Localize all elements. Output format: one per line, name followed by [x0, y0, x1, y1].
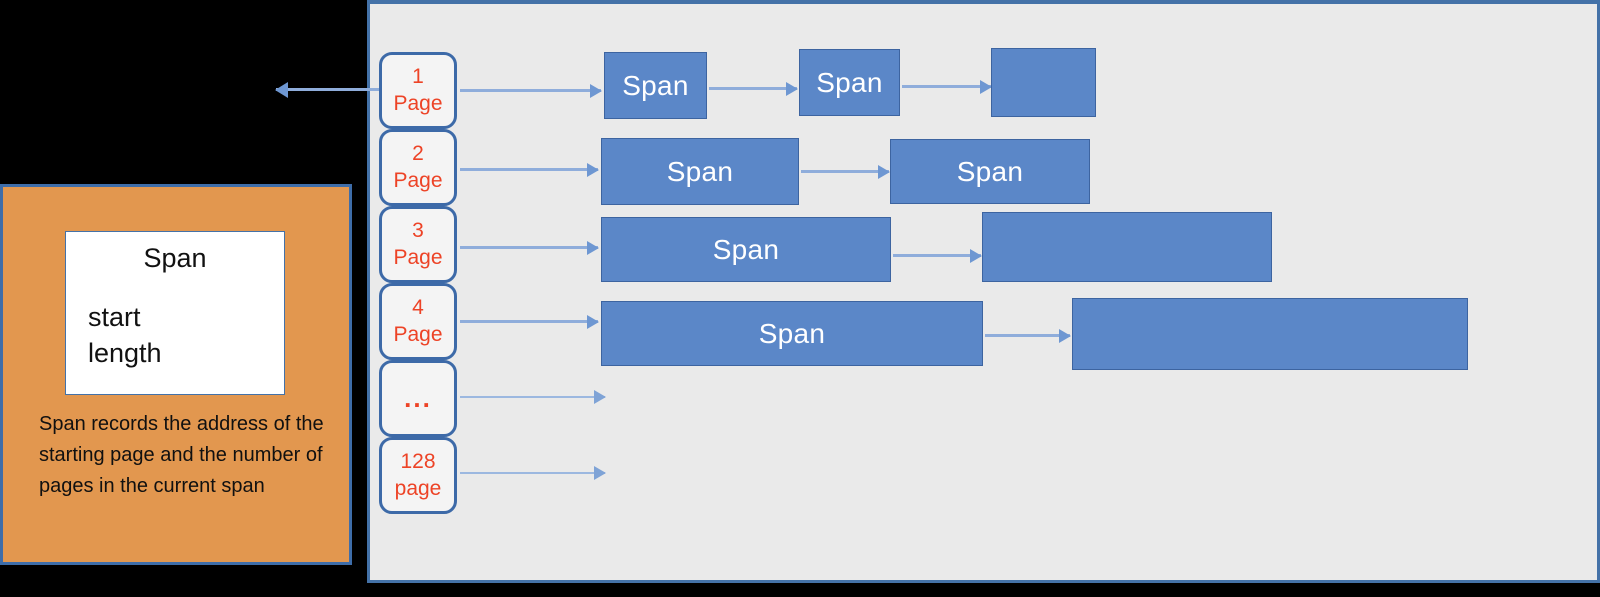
span-block-r2-c1[interactable]: Span — [601, 138, 799, 205]
span-block-r1-c3[interactable] — [991, 48, 1096, 117]
page-box-3-label: Page — [393, 245, 443, 269]
page-box-128-label: page — [394, 476, 442, 500]
page-box-3[interactable]: 3 Page — [379, 206, 457, 283]
span-list-diagram — [367, 0, 1600, 583]
span-block-r4-c1-label: Span — [758, 317, 826, 349]
span-block-r1-c1[interactable]: Span — [604, 52, 707, 119]
span-struct-field-list: start length — [88, 300, 162, 372]
page-box-2-number: 2 — [412, 142, 424, 166]
arrow-page128-stub — [460, 472, 605, 474]
span-struct-field-start: start — [88, 302, 141, 332]
arrow-r2-c1-to-c2 — [801, 170, 889, 173]
page-box-ellipsis-number: ... — [404, 383, 432, 414]
page-box-2[interactable]: 2 Page — [379, 129, 457, 206]
page-box-ellipsis[interactable]: ... — [379, 360, 457, 437]
span-block-r3-c2[interactable] — [982, 212, 1272, 282]
page-box-2-label: Page — [393, 168, 443, 192]
page-box-128[interactable]: 128 page — [379, 437, 457, 514]
page-box-128-number: 128 — [400, 450, 436, 474]
arrow-r1-c2-to-c3 — [902, 85, 991, 88]
arrow-r1-c1-to-c2 — [709, 87, 797, 90]
page-box-4-label: Page — [393, 322, 443, 346]
arrow-to-legend — [276, 88, 379, 91]
span-block-r4-c1[interactable]: Span — [601, 301, 983, 366]
span-block-r1-c2[interactable]: Span — [799, 49, 900, 116]
arrow-page3-to-span1 — [460, 246, 598, 249]
arrow-page1-to-span1 — [460, 89, 601, 92]
span-block-r2-c2[interactable]: Span — [890, 139, 1090, 204]
span-block-r2-c1-label: Span — [666, 155, 734, 187]
page-box-1-label: Page — [393, 91, 443, 115]
span-block-r1-c1-label: Span — [622, 69, 689, 101]
legend-panel: Span start length Span records the addre… — [0, 184, 352, 565]
span-block-r1-c2-label: Span — [816, 66, 883, 98]
span-block-r3-c1[interactable]: Span — [601, 217, 891, 282]
arrow-r3-c1-to-c2 — [893, 254, 981, 257]
arrow-r4-c1-to-c2 — [985, 334, 1070, 337]
page-box-3-number: 3 — [412, 219, 424, 243]
legend-caption: Span records the address of the starting… — [39, 413, 324, 497]
page-box-1-number: 1 — [412, 65, 424, 89]
page-box-4-number: 4 — [412, 296, 424, 320]
arrow-page4-to-span1 — [460, 320, 598, 323]
span-struct-title: Span — [143, 243, 207, 273]
span-block-r2-c2-label: Span — [956, 155, 1024, 187]
page-box-1[interactable]: 1 Page — [379, 52, 457, 129]
span-block-r4-c2[interactable] — [1072, 298, 1468, 370]
arrow-page-ellipsis-stub — [460, 396, 605, 398]
page-box-4[interactable]: 4 Page — [379, 283, 457, 360]
span-struct-field-length: length — [88, 337, 162, 368]
span-struct-card: Span start length — [65, 231, 285, 395]
arrow-page2-to-span1 — [460, 168, 598, 171]
span-block-r3-c1-label: Span — [712, 233, 780, 265]
